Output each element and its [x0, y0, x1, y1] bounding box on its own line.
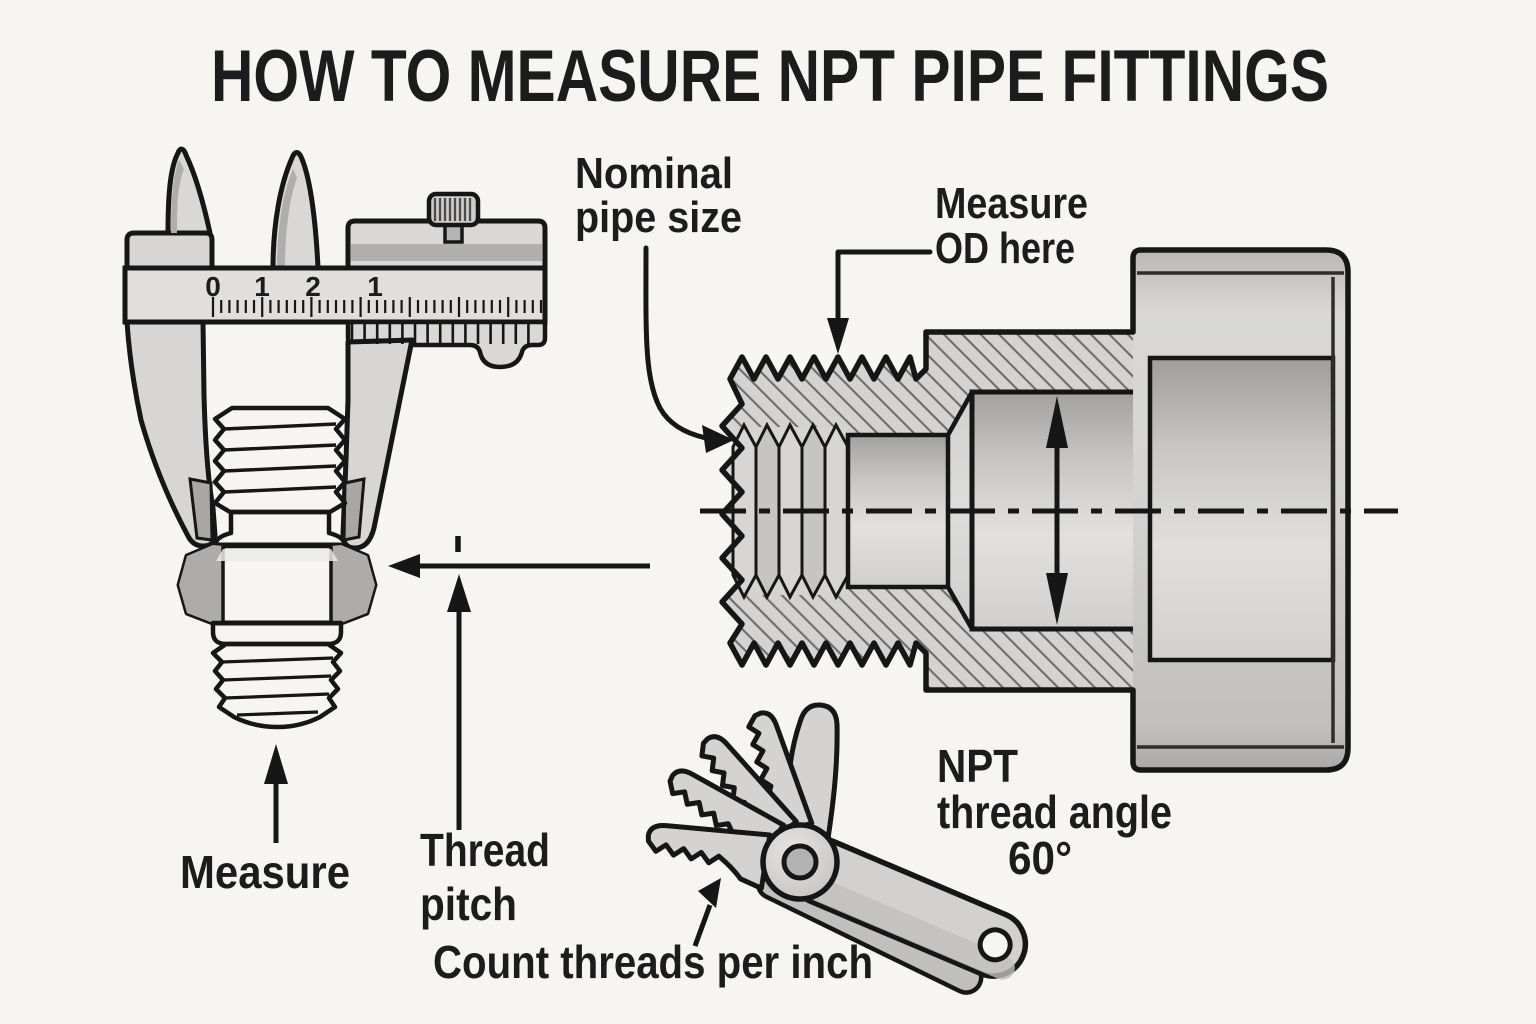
nominal-label-line1: Nominal	[575, 149, 733, 198]
vernier-scale-ticks	[350, 324, 530, 344]
measure-od-line1: Measure	[935, 179, 1088, 228]
hex-nut-highlight	[216, 549, 338, 561]
lower-thread-lines	[221, 656, 334, 717]
hex-nut-facet-left	[179, 545, 223, 623]
nominal-leader-curve	[643, 245, 709, 441]
annotation-thread-pitch: Thread pitch	[388, 536, 650, 930]
nominal-label-line2: pipe size	[575, 193, 742, 242]
npt-angle-line2: thread angle	[937, 786, 1172, 838]
scale-numbers: 0 1 2 1	[205, 271, 383, 302]
measure-label: Measure	[180, 846, 350, 898]
screw-knurling	[433, 198, 472, 221]
main-scale-ticks	[211, 297, 543, 317]
vernier-caliper: 0 1 2 1	[122, 146, 548, 551]
thread-pitch-line1: Thread	[420, 824, 550, 876]
arrow-up-icon	[447, 574, 471, 612]
annotation-count-tpi: Count threads per inch	[433, 878, 873, 988]
annotation-measure: Measure	[180, 744, 350, 898]
arrow-up-right-icon	[698, 878, 721, 908]
arrow-down-icon	[1046, 573, 1068, 625]
lower-threads	[210, 641, 344, 730]
annotation-npt-angle: NPT thread angle 60°	[937, 740, 1172, 884]
caliper-fixed-block	[124, 230, 215, 271]
jaw-pad-right	[342, 477, 366, 542]
arrow-right-icon	[702, 425, 734, 453]
scale-number-2: 2	[305, 271, 321, 302]
scale-number-3: 1	[367, 271, 383, 302]
gauge-pivot-hole	[781, 843, 819, 881]
od-leader-elbow	[835, 249, 933, 323]
thread-pitch-line2: pitch	[420, 878, 517, 930]
caliper-sliding-spike-shade	[277, 169, 297, 268]
annotation-nominal-pipe-size: Nominal pipe size	[575, 149, 742, 453]
npt-angle-line3: 60°	[1008, 832, 1072, 884]
arrow-left-icon	[388, 554, 420, 578]
hex-nut-facet-right	[331, 545, 375, 623]
hex-chamfer-lines	[1137, 271, 1344, 749]
arrow-up-icon	[264, 744, 288, 784]
measure-od-line2: OD here	[935, 224, 1075, 273]
arrow-down-icon	[827, 318, 849, 354]
upper-thread-lines	[223, 422, 337, 494]
page-title: HOW TO MEASURE NPT PIPE FITTINGS	[211, 36, 1329, 117]
caliper-fixed-spike-shade	[171, 160, 184, 233]
count-tpi-label: Count threads per inch	[433, 936, 873, 988]
tpi-arrow-shaft	[692, 904, 713, 947]
male-fitting	[176, 405, 378, 730]
caliper-head-shade-band	[351, 244, 542, 261]
handle-hole	[977, 927, 1013, 963]
arrow-up-icon	[1046, 396, 1068, 448]
scale-number-1: 1	[254, 271, 270, 302]
scale-number-0: 0	[205, 271, 221, 302]
annotation-measure-od: Measure OD here	[827, 179, 1088, 354]
caliper-beam	[122, 265, 548, 325]
npt-angle-line1: NPT	[937, 740, 1018, 792]
thread-pitch-gauge	[643, 702, 1029, 995]
jaw-pad-left	[188, 477, 214, 542]
od-dimension-arrow	[1046, 396, 1068, 625]
